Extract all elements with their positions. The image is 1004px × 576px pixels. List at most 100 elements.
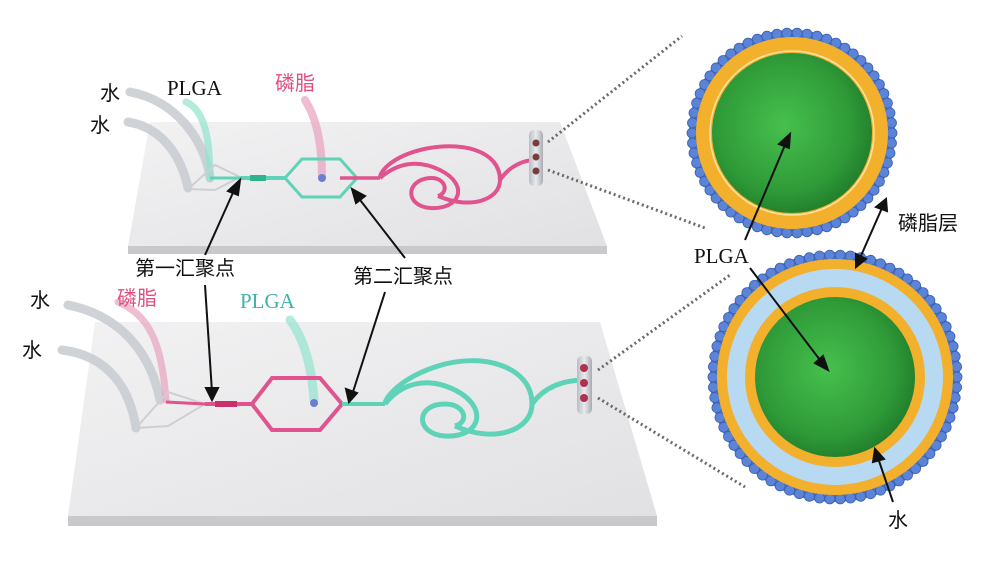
top-particle-bead bbox=[801, 226, 813, 238]
label-second-convergence: 第二汇聚点 bbox=[353, 264, 453, 288]
top-outlet-particle-1 bbox=[532, 139, 540, 147]
bottom-particle-bead bbox=[734, 448, 746, 460]
bottom-particle-bead bbox=[708, 361, 719, 373]
label-phospholipid-layer: 磷脂层 bbox=[898, 211, 958, 235]
arrows bbox=[204, 131, 894, 503]
bottom-particle-bead bbox=[951, 381, 962, 393]
arrow-second-bottom bbox=[351, 291, 386, 396]
bottom-particle-bead bbox=[741, 455, 753, 467]
bottom-particle-core bbox=[755, 297, 915, 457]
top-particle-bead bbox=[687, 117, 698, 129]
bottom-particle-bead bbox=[824, 249, 836, 261]
top-particle-bead bbox=[717, 200, 729, 211]
bottom-first-junction-marker bbox=[215, 401, 237, 407]
arrow-water bbox=[877, 457, 894, 503]
top-chip-top-face bbox=[128, 122, 607, 246]
bottom-phospholipid-inlet-channel bbox=[165, 400, 206, 406]
bottom-particle-bead bbox=[834, 249, 846, 261]
top-particle-bead bbox=[710, 62, 722, 74]
top-particle-shell-inner-line bbox=[709, 50, 875, 216]
bottom-particle-bead bbox=[749, 463, 760, 475]
bottom-particle bbox=[707, 249, 963, 505]
arrow-first-top bbox=[204, 185, 237, 256]
bottom-phospholipid-tube bbox=[114, 298, 170, 404]
label-bottom-phospholipid: 磷脂 bbox=[117, 286, 157, 310]
bottom-particle-bead bbox=[734, 294, 746, 306]
top-phospholipid-tube bbox=[301, 96, 326, 181]
bottom-particle-bead bbox=[814, 492, 825, 504]
bottom-water-tube-2 bbox=[57, 345, 141, 433]
top-particle-bead bbox=[710, 192, 722, 204]
bottom-particle-bead bbox=[824, 493, 836, 505]
bottom-particle-bead bbox=[917, 287, 929, 299]
bottom-outlet-particle-3 bbox=[580, 394, 588, 402]
zoom-lines bbox=[547, 34, 746, 489]
top-particle-bead bbox=[847, 48, 859, 60]
labels: 水 水 PLGA 磷脂 第一汇聚点 第二汇聚点 水 磷脂 PLGA 水 PLGA… bbox=[22, 71, 958, 532]
bottom-particle-bead bbox=[951, 371, 963, 383]
bottom-plga-tube bbox=[285, 315, 319, 405]
top-particle-bead bbox=[886, 137, 897, 149]
bottom-particle-bead bbox=[741, 287, 753, 299]
top-outlet-particle-3 bbox=[532, 167, 540, 175]
top-chip bbox=[123, 87, 607, 254]
top-particle-bead bbox=[725, 48, 737, 60]
bottom-particle-bead bbox=[834, 493, 846, 505]
top-particle-bead bbox=[771, 226, 783, 238]
arrow-first-bottom bbox=[204, 284, 213, 393]
bottom-particle-bead bbox=[749, 279, 760, 291]
bottom-particle-bead bbox=[707, 371, 719, 383]
arrow-plga-bottom bbox=[749, 267, 821, 361]
top-particle-bead bbox=[862, 192, 874, 204]
bottom-particle-bead bbox=[924, 448, 936, 460]
bottom-particle-bead bbox=[910, 279, 921, 291]
top-particle bbox=[686, 27, 898, 239]
top-first-junction-marker bbox=[250, 175, 266, 181]
top-outlet-particle-2 bbox=[532, 153, 540, 161]
label-bottom-water-1: 水 bbox=[30, 288, 50, 312]
top-phospholipid-inlet-dot bbox=[318, 174, 326, 182]
bottom-particle-bead bbox=[708, 381, 719, 393]
bottom-particle-bead bbox=[924, 294, 936, 306]
label-top-plga: PLGA bbox=[167, 76, 223, 100]
label-top-water-1: 水 bbox=[100, 81, 120, 105]
label-top-water-2: 水 bbox=[90, 113, 110, 137]
top-particle-bead bbox=[886, 117, 897, 129]
top-particle-bead bbox=[725, 206, 737, 218]
top-particle-bead bbox=[686, 127, 698, 139]
top-particle-bead bbox=[781, 27, 793, 39]
top-particle-bead bbox=[781, 227, 793, 239]
top-chip-side-face bbox=[128, 246, 607, 254]
bottom-outlet-particle-2 bbox=[580, 379, 588, 387]
top-particle-bead bbox=[862, 62, 874, 74]
top-particle-bead bbox=[847, 206, 859, 218]
top-particle-bead bbox=[855, 55, 867, 66]
top-particle-bead bbox=[855, 200, 867, 211]
arrow-plga-top bbox=[744, 144, 786, 241]
bottom-outlet-particle-1 bbox=[580, 364, 588, 372]
top-particle-bead bbox=[791, 27, 803, 39]
top-particle-beads bbox=[686, 27, 898, 239]
arrow-phospholipid-layer bbox=[859, 207, 883, 259]
bottom-particle-bead bbox=[951, 361, 962, 373]
bottom-particle-bead bbox=[814, 250, 825, 262]
bottom-particle-bead bbox=[910, 463, 921, 475]
bottom-chip bbox=[57, 298, 657, 526]
label-particle-water: 水 bbox=[888, 508, 908, 532]
bottom-chip-side-face bbox=[68, 516, 657, 526]
label-bottom-plga: PLGA bbox=[240, 289, 296, 313]
label-bottom-water-2: 水 bbox=[22, 338, 42, 362]
arrow-second-top bbox=[356, 195, 406, 259]
label-top-phospholipid: 磷脂 bbox=[275, 71, 315, 95]
top-particle-bead bbox=[717, 55, 729, 66]
bottom-particle-bead bbox=[845, 492, 856, 504]
label-particle-plga: PLGA bbox=[694, 244, 750, 268]
top-particle-bead bbox=[687, 137, 698, 149]
bottom-particle-bead bbox=[917, 455, 929, 467]
top-particle-bead bbox=[771, 28, 783, 40]
top-particle-bead bbox=[791, 227, 803, 239]
label-first-convergence: 第一汇聚点 bbox=[135, 256, 235, 280]
top-plga-tube bbox=[182, 98, 214, 182]
top-water-tube-2 bbox=[123, 117, 193, 193]
